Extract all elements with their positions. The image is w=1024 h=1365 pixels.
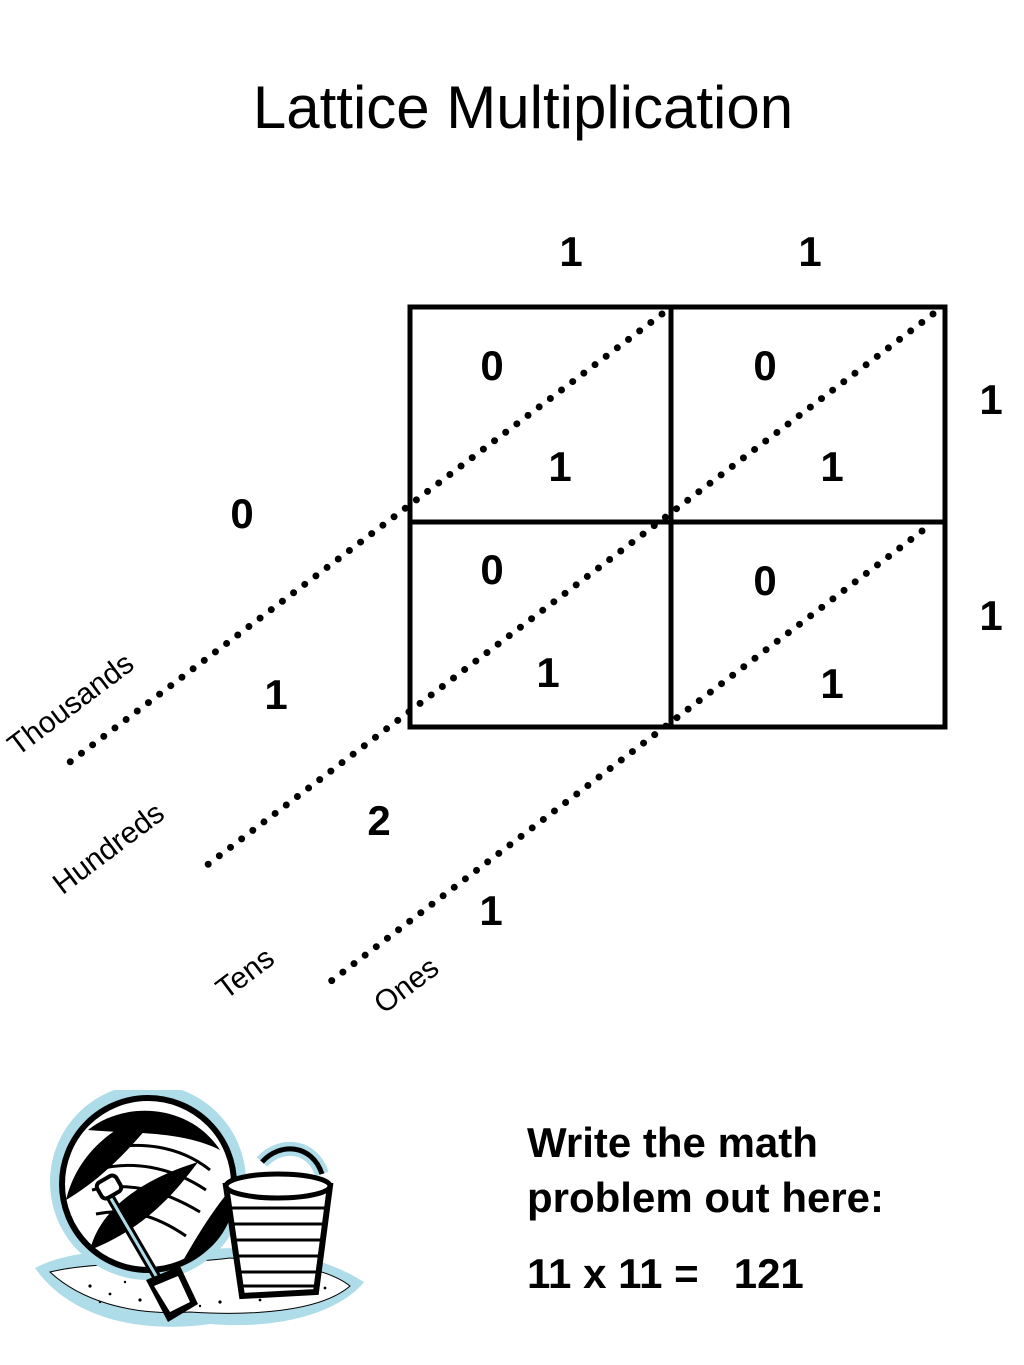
cell-tens-digit: 0 [480,546,504,593]
side-factor-digit: 1 [979,376,1003,423]
cell-ones-digit: 1 [820,660,844,707]
cell-tens-digit: 0 [753,342,777,389]
equation-left: 11 x 11 = [527,1250,699,1297]
top-factor-digit: 1 [559,228,583,275]
diagonal-tens [322,527,926,989]
diagonal-hundreds [194,310,937,876]
lattice-grid-border [407,304,948,730]
side-factor-digit: 1 [979,592,1003,639]
diagonal-thousands [58,310,666,772]
beach-ball-bucket-shovel-icon [35,1090,364,1327]
diagonal-sum-thousands: 0 [230,490,254,537]
top-factor-digit: 1 [798,228,822,275]
cell-ones-digit: 1 [548,443,572,490]
cell-tens-digit: 0 [480,342,504,389]
cell-tens-digit: 0 [753,557,777,604]
page-title: Lattice Multiplication [252,74,794,141]
instructions-text: Write the math problem out here: [527,1119,885,1221]
diagonal-sum-ones: 1 [479,887,503,934]
equation: 11 x 11 = 121 [527,1253,804,1295]
cell-ones-digit: 1 [820,443,844,490]
cell-ones-digit: 1 [536,649,560,696]
diagonal-sum-tens: 2 [367,797,391,844]
diagonal-sum-hundreds: 1 [264,671,288,718]
equation-answer: 121 [733,1250,804,1297]
